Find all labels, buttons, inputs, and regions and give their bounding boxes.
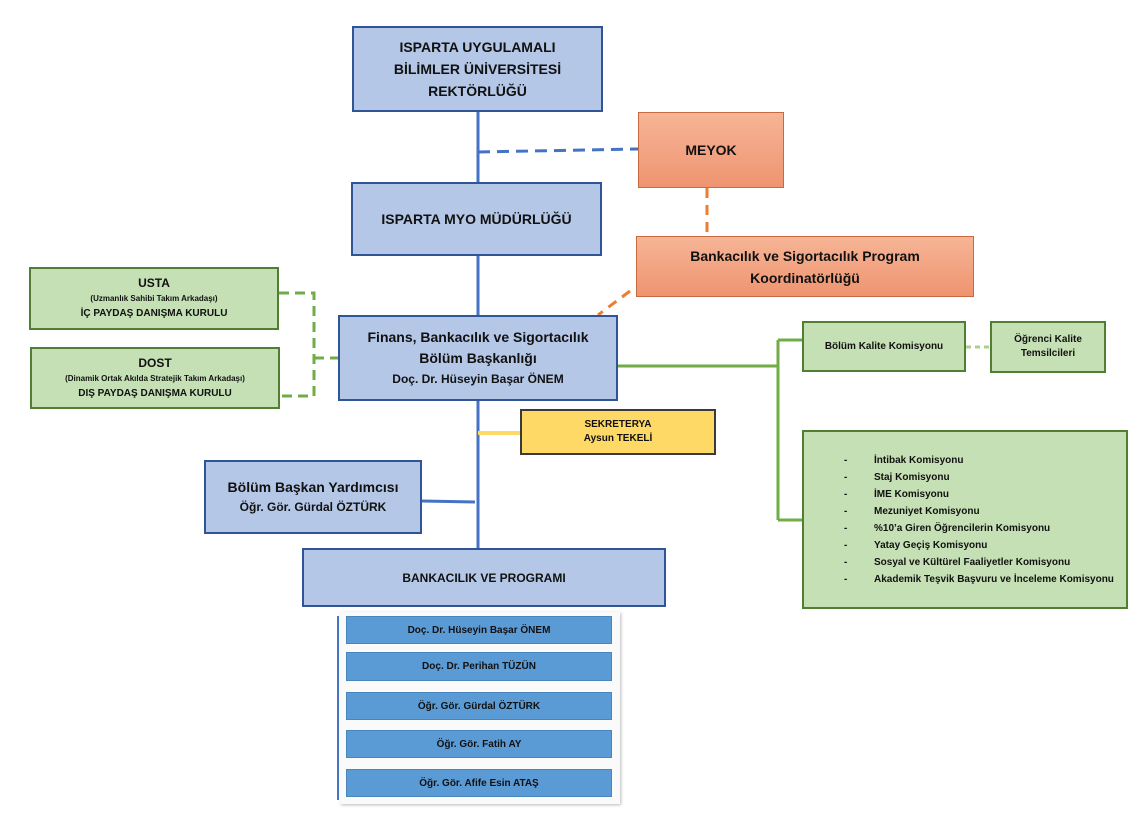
- dost-board: DIŞ PAYDAŞ DANIŞMA KURULU: [78, 387, 232, 399]
- commission-item: %10’a Giren Öğrencilerin Komisyonu: [844, 520, 1114, 537]
- member-name: Öğr. Gör. Gürdal ÖZTÜRK: [417, 700, 541, 712]
- dost-subtitle: (Dinamik Ortak Akılda Stratejik Takım Ar…: [65, 373, 245, 383]
- meyok-box: MEYOK: [638, 112, 784, 188]
- commission-item: İntibak Komisyonu: [844, 452, 1114, 469]
- usta-box: USTA (Uzmanlık Sahibi Takım Arkadaşı) İÇ…: [29, 267, 279, 330]
- member-name: Doç. Dr. Hüseyin Başar ÖNEM: [407, 624, 551, 636]
- member-name: Öğr. Gör. Fatih AY: [436, 738, 522, 750]
- department-head-box: Finans, Bankacılık ve Sigortacılık Bölüm…: [338, 315, 618, 401]
- rectorate-line3: REKTÖRLÜĞÜ: [428, 83, 527, 99]
- member-box: Öğr. Gör. Gürdal ÖZTÜRK: [346, 692, 612, 720]
- member-box: Doç. Dr. Perihan TÜZÜN: [346, 652, 612, 681]
- student-reps-box: Öğrenci Kalite Temsilcileri: [990, 321, 1106, 373]
- commission-item: Yatay Geçiş Komisyonu: [844, 537, 1114, 554]
- commission-list: İntibak Komisyonu Staj Komisyonu İME Kom…: [844, 452, 1114, 588]
- stakeholder-bracket: [279, 291, 338, 398]
- secretary-box: SEKRETERYA Aysun TEKELİ: [520, 409, 716, 455]
- students-line1: Öğrenci Kalite: [1014, 334, 1082, 345]
- head-line1: Finans, Bankacılık ve Sigortacılık: [367, 328, 589, 345]
- head-line2: Bölüm Başkanlığı: [419, 349, 537, 366]
- member-box: Doç. Dr. Hüseyin Başar ÖNEM: [346, 616, 612, 644]
- head-person: Doç. Dr. Hüseyin Başar ÖNEM: [392, 371, 564, 386]
- program-box: BANKACILIK VE PROGRAMI: [302, 548, 666, 607]
- member-name: Doç. Dr. Perihan TÜZÜN: [422, 661, 536, 672]
- secretary-person: Aysun TEKELİ: [583, 433, 653, 444]
- member-box: Öğr. Gör. Afife Esin ATAŞ: [346, 769, 612, 797]
- coordinator-line1: Bankacılık ve Sigortacılık Program: [690, 247, 920, 264]
- meyok-label: MEYOK: [685, 142, 737, 158]
- rectorate-box: ISPARTA UYGULAMALI BİLİMLER ÜNİVERSİTESİ…: [352, 26, 603, 112]
- member-name: Öğr. Gör. Afife Esin ATAŞ: [419, 777, 539, 789]
- dost-box: DOST (Dinamik Ortak Akılda Stratejik Tak…: [30, 347, 280, 409]
- dost-title: DOST: [138, 355, 172, 370]
- deputy-person: Öğr. Gör. Gürdal ÖZTÜRK: [239, 500, 387, 514]
- deputy-box: Bölüm Başkan Yardımcısı Öğr. Gör. Gürdal…: [204, 460, 422, 534]
- member-box: Öğr. Gör. Fatih AY: [346, 730, 612, 758]
- quality-label: Bölüm Kalite Komisyonu: [824, 341, 944, 352]
- rectorate-line1: ISPARTA UYGULAMALI: [399, 39, 556, 55]
- secretary-title: SEKRETERYA: [584, 419, 652, 430]
- myo-box: ISPARTA MYO MÜDÜRLÜĞÜ: [351, 182, 602, 256]
- program-label: BANKACILIK VE PROGRAMI: [402, 570, 566, 585]
- students-line2: Temsilcileri: [1020, 348, 1076, 359]
- commission-item: İME Komisyonu: [844, 486, 1114, 503]
- meyok-connector: [477, 147, 639, 154]
- quality-commission-box: Bölüm Kalite Komisyonu: [802, 321, 966, 372]
- deputy-title: Bölüm Başkan Yardımcısı: [227, 479, 399, 495]
- commission-item: Staj Komisyonu: [844, 469, 1114, 486]
- coordinator-box: Bankacılık ve Sigortacılık Program Koord…: [636, 236, 974, 297]
- usta-title: USTA: [138, 276, 170, 290]
- commission-item: Sosyal ve Kültürel Faaliyetler Komisyonu: [844, 554, 1114, 571]
- coordinator-line2: Koordinatörlüğü: [750, 269, 860, 286]
- coordinator-head-connector: [597, 289, 631, 317]
- commission-bracket: [618, 338, 802, 522]
- deputy-connector: [421, 499, 476, 504]
- myo-label: ISPARTA MYO MÜDÜRLÜĞÜ: [381, 211, 572, 227]
- usta-subtitle: (Uzmanlık Sahibi Takım Arkadaşı): [90, 294, 218, 303]
- usta-board: İÇ PAYDAŞ DANIŞMA KURULU: [80, 308, 228, 319]
- commission-item: Akademik Teşvik Başvuru ve İnceleme Komi…: [844, 571, 1114, 588]
- rectorate-line2: BİLİMLER ÜNİVERSİTESİ: [393, 61, 562, 77]
- commission-item: Mezuniyet Komisyonu: [844, 503, 1114, 520]
- commissions-box: İntibak Komisyonu Staj Komisyonu İME Kom…: [802, 430, 1128, 609]
